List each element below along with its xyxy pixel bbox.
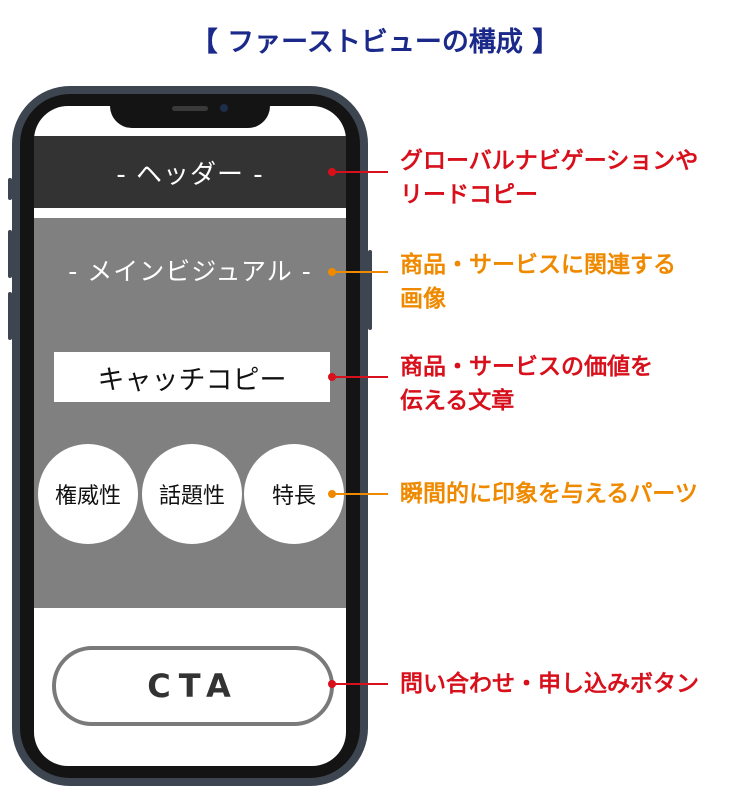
annotation-line: 伝える文章: [400, 388, 515, 414]
phone-volume-up-button: [8, 230, 12, 278]
phone-mute-switch: [8, 178, 12, 200]
phone-volume-down-button: [8, 292, 12, 340]
phone-power-button: [368, 250, 372, 330]
annotation-line: 瞬間的に印象を与えるパーツ: [400, 481, 698, 507]
catch-copy-box: キャッチコピー: [54, 352, 330, 402]
phone-camera-icon: [220, 104, 228, 112]
connector-cta: [328, 680, 388, 688]
cta-button: CTA: [52, 646, 334, 726]
diagram-title: 【 ファーストビューの構成 】: [190, 27, 560, 58]
header-block: - ヘッダー -: [34, 136, 346, 208]
annotation-cta: 問い合わせ・申し込みボタン: [400, 667, 699, 701]
catch-copy-label: キャッチコピー: [97, 364, 287, 396]
phone-speaker: [172, 106, 208, 111]
annotation-line: リードコピー: [400, 182, 538, 208]
feature-circle-topicality: 話題性: [142, 444, 242, 544]
annotation-line: 商品・サービスに関連する: [400, 252, 676, 278]
annotation-line: 画像: [400, 286, 446, 312]
phone-notch: [110, 98, 270, 128]
connector-circles: [328, 490, 388, 498]
annotation-main-visual: 商品・サービスに関連する 画像: [400, 248, 676, 316]
main-visual-label: - メインビジュアル -: [68, 257, 312, 286]
feature-circle-label: 話題性: [158, 484, 225, 509]
feature-circle-label: 特長: [271, 484, 316, 509]
annotation-catch-copy: 商品・サービスの価値を 伝える文章: [400, 350, 653, 418]
annotation-line: 商品・サービスの価値を: [400, 354, 653, 380]
connector-main-visual: [328, 268, 388, 276]
annotation-header: グローバルナビゲーションや リードコピー: [400, 144, 698, 212]
feature-circle-label: 権威性: [54, 484, 121, 509]
annotation-line: グローバルナビゲーションや: [400, 148, 699, 174]
feature-circle-authority: 権威性: [38, 444, 138, 544]
feature-circle-feature: 特長: [244, 444, 344, 544]
header-label: - ヘッダー -: [116, 159, 264, 190]
annotation-circles: 瞬間的に印象を与えるパーツ: [400, 477, 698, 511]
annotation-line: 問い合わせ・申し込みボタン: [400, 671, 699, 697]
connector-header: [328, 168, 388, 176]
connector-catch-copy: [328, 373, 388, 381]
cta-label: CTA: [147, 667, 239, 705]
